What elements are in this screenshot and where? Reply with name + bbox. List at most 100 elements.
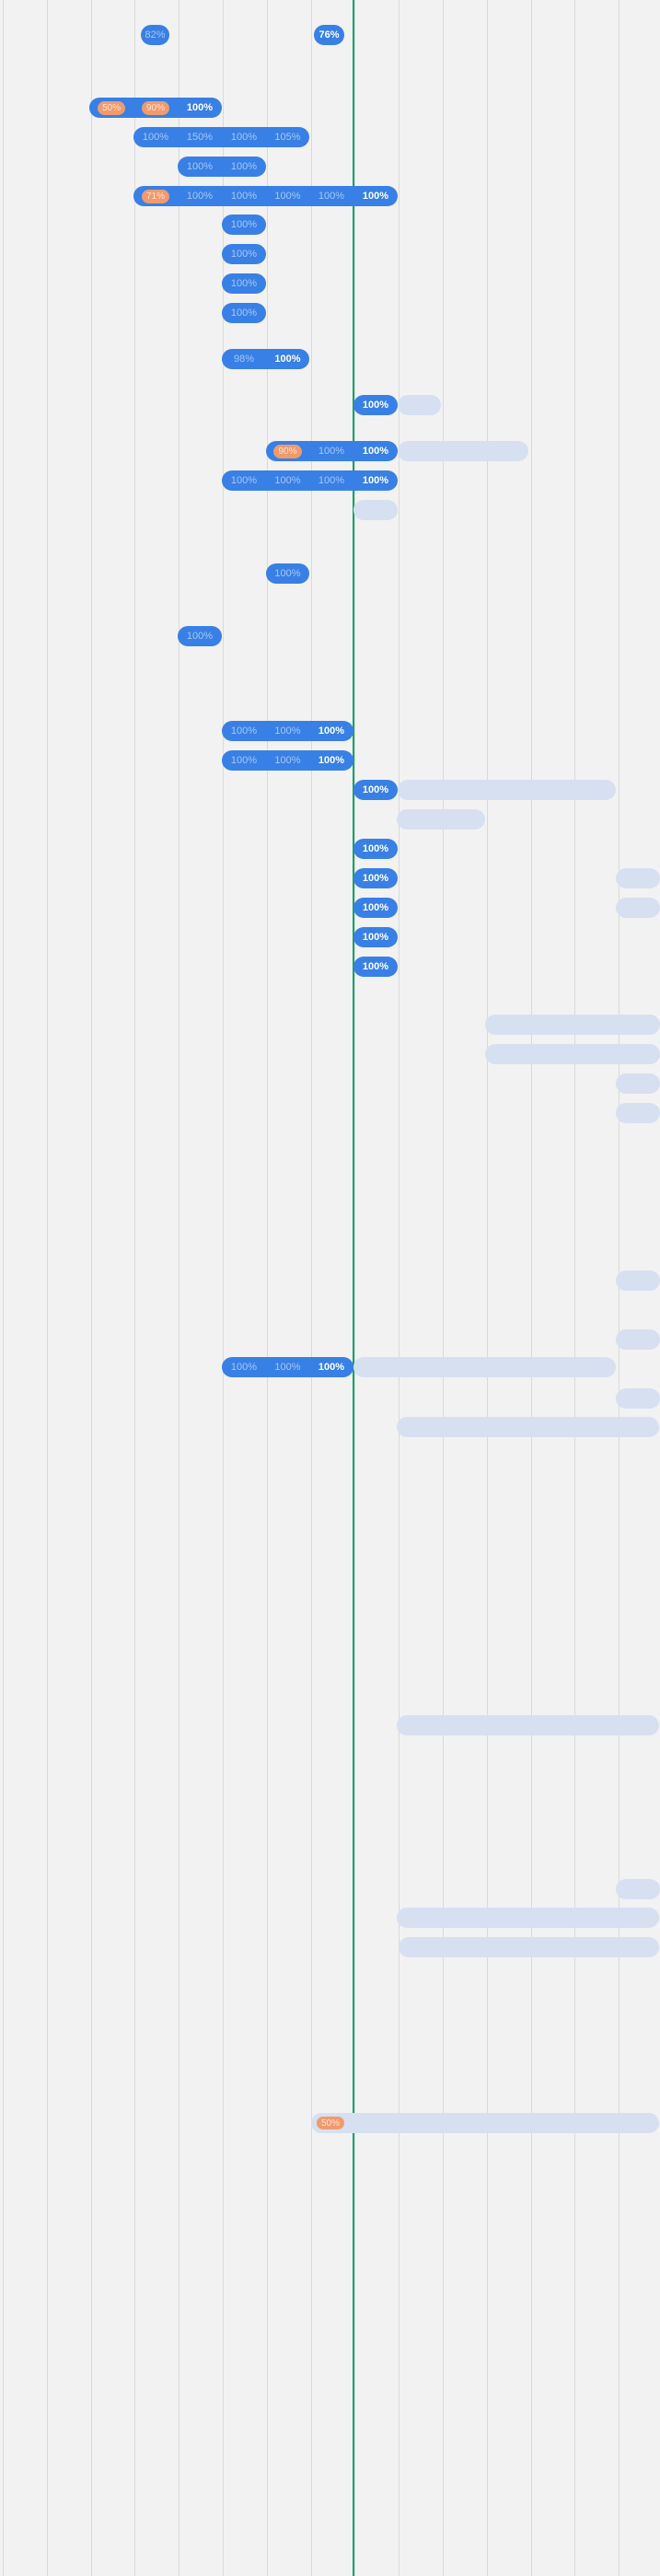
progress-value: 100% xyxy=(186,102,214,113)
warning-badge: 50% xyxy=(317,2117,344,2129)
progress-value-warning: 50% xyxy=(89,98,133,118)
progress-value: 100% xyxy=(362,191,389,202)
progress-bar[interactable]: 71%100%100%100%100%100% xyxy=(133,186,398,206)
planned-bar[interactable] xyxy=(616,1329,660,1350)
progress-bar[interactable]: 100% xyxy=(353,898,398,918)
progress-bar[interactable]: 100% xyxy=(222,273,266,294)
progress-bar[interactable]: 100%100% xyxy=(178,157,266,177)
progress-value: 105% xyxy=(274,132,301,143)
progress-bar[interactable]: 100% 100% 100% xyxy=(222,1357,353,1377)
progress-value: 100% xyxy=(362,843,389,854)
progress-value: 100% xyxy=(230,278,258,289)
progress-value: 100% xyxy=(318,446,345,457)
progress-bar[interactable]: 100% xyxy=(353,957,398,977)
today-marker-line xyxy=(353,0,354,2576)
planned-bar[interactable] xyxy=(616,1388,660,1409)
progress-value: 100% xyxy=(230,475,258,486)
planned-bar[interactable] xyxy=(616,898,660,918)
progress-value: 100% xyxy=(230,755,258,766)
progress-bar[interactable]: 50% 90% 100% xyxy=(89,98,222,118)
progress-value: 100% xyxy=(362,902,389,913)
gridline xyxy=(47,0,48,2576)
gridline xyxy=(443,0,444,2576)
gridline xyxy=(91,0,92,2576)
progress-value: 100% xyxy=(230,1362,258,1373)
planned-bar[interactable] xyxy=(616,1103,660,1123)
gridline xyxy=(531,0,532,2576)
progress-bar[interactable]: 100%100%100%100% xyxy=(222,470,398,491)
planned-bar[interactable] xyxy=(397,1908,659,1928)
planned-bar[interactable] xyxy=(399,1937,659,1957)
progress-bar[interactable]: 100%150%100%105% xyxy=(133,127,309,147)
progress-bar[interactable]: 100% xyxy=(266,563,309,584)
progress-bar[interactable]: 90% 100% 100% xyxy=(266,441,398,461)
gridline xyxy=(574,0,575,2576)
progress-value: 100% xyxy=(318,475,345,486)
progress-bar[interactable]: 100% xyxy=(222,244,266,264)
progress-bar[interactable]: 100% xyxy=(353,868,398,888)
planned-bar[interactable] xyxy=(397,1715,659,1735)
progress-value: 76% xyxy=(318,29,340,41)
progress-value: 100% xyxy=(362,446,389,457)
progress-value: 100% xyxy=(362,961,389,972)
progress-value: 100% xyxy=(318,725,345,737)
planned-bar[interactable] xyxy=(398,395,441,415)
progress-bar[interactable]: 100% xyxy=(353,395,398,415)
progress-bar[interactable]: 76% xyxy=(314,25,344,45)
progress-value: 100% xyxy=(186,161,214,172)
warning-badge: 50% xyxy=(97,100,125,115)
progress-value: 100% xyxy=(274,1362,301,1373)
progress-value: 100% xyxy=(362,400,389,411)
warning-badge: 90% xyxy=(273,444,302,458)
progress-bar[interactable]: 100% xyxy=(222,215,266,235)
progress-value: 100% xyxy=(274,568,301,579)
progress-value: 100% xyxy=(142,132,169,143)
progress-value: 98% xyxy=(233,354,255,365)
progress-value: 100% xyxy=(274,725,301,737)
gridline xyxy=(267,0,268,2576)
gridline xyxy=(3,0,4,2576)
planned-bar[interactable] xyxy=(616,1879,660,1899)
progress-value-warning: 90% xyxy=(266,441,309,461)
planned-bar[interactable] xyxy=(485,1015,660,1035)
planned-bar[interactable] xyxy=(398,780,616,800)
progress-value: 100% xyxy=(318,191,345,202)
gridline xyxy=(134,0,135,2576)
progress-value: 100% xyxy=(230,249,258,260)
progress-value: 150% xyxy=(186,132,214,143)
progress-bar[interactable]: 100%100%100% xyxy=(222,750,353,771)
progress-bar[interactable]: 100% xyxy=(353,927,398,947)
planned-bar[interactable] xyxy=(353,500,398,520)
progress-bar[interactable]: 100% xyxy=(353,839,398,859)
progress-value: 100% xyxy=(186,631,214,642)
progress-value: 100% xyxy=(318,1362,345,1373)
warning-badge: 71% xyxy=(141,189,169,203)
planned-bar[interactable] xyxy=(397,1417,659,1437)
progress-value: 100% xyxy=(362,873,389,884)
planned-bar[interactable] xyxy=(353,1357,616,1377)
planned-bar[interactable] xyxy=(397,809,485,830)
planned-bar[interactable] xyxy=(616,1271,660,1291)
warning-badge: 90% xyxy=(141,100,169,115)
progress-value: 100% xyxy=(230,191,258,202)
progress-bar[interactable]: 82% xyxy=(141,25,169,45)
gridline xyxy=(311,0,312,2576)
planned-bar[interactable] xyxy=(616,1073,660,1094)
gridline xyxy=(487,0,488,2576)
progress-bar[interactable]: 100% 100% 100% xyxy=(222,721,353,741)
progress-value: 100% xyxy=(186,191,214,202)
progress-bar[interactable]: 100% xyxy=(222,303,266,323)
progress-bar[interactable]: 100% xyxy=(353,780,398,800)
progress-value: 100% xyxy=(362,932,389,943)
planned-bar[interactable] xyxy=(616,868,660,888)
progress-value: 82% xyxy=(145,29,166,41)
planned-bar[interactable]: 50% xyxy=(311,2113,659,2133)
progress-value: 100% xyxy=(230,219,258,230)
progress-bar[interactable]: 98%100% xyxy=(222,349,309,369)
progress-bar[interactable]: 100% xyxy=(178,626,222,646)
progress-value: 100% xyxy=(230,725,258,737)
progress-value: 100% xyxy=(230,307,258,319)
planned-bar[interactable] xyxy=(485,1044,660,1064)
planned-bar[interactable] xyxy=(398,441,528,461)
